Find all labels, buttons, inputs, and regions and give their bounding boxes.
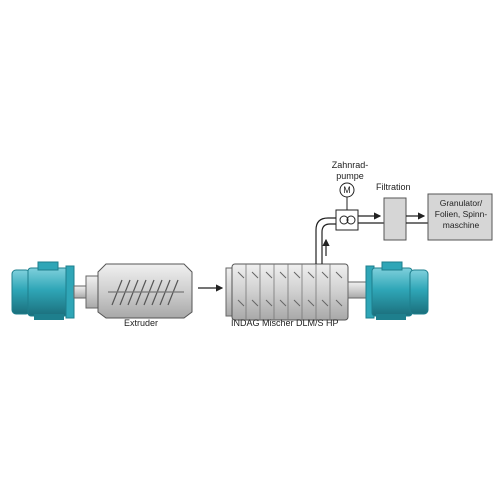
mixer-unit [225, 263, 369, 321]
motor-left [11, 261, 87, 320]
filtration-label: Filtration [376, 182, 411, 192]
extruder-unit [85, 263, 193, 319]
target-label: Granulator/ Folien, Spinn- maschine [428, 198, 494, 231]
gear-pump-label-line2: pumpe [336, 171, 364, 181]
motor-right [365, 261, 429, 320]
target-label-line3: maschine [442, 220, 480, 230]
pump-motor-icon [339, 182, 355, 198]
target-label-line2: Folien, Spinn- [434, 209, 488, 219]
pipe-to-pump [315, 217, 336, 264]
pump-motor-symbol: M [343, 185, 351, 195]
target-label-line1: Granulator/ [439, 198, 483, 208]
gear-pump-icon [335, 182, 359, 231]
gear-pump-label-line1: Zahnrad- [331, 160, 369, 170]
filtration-box [383, 197, 407, 241]
extruder-screw [108, 279, 184, 306]
extruder-label: Extruder [124, 318, 159, 328]
target-box [427, 193, 493, 241]
mixer-label: INDAG Mischer DLM/S HP [231, 318, 339, 328]
gear-pump-label: Zahnrad- pumpe [322, 160, 378, 182]
